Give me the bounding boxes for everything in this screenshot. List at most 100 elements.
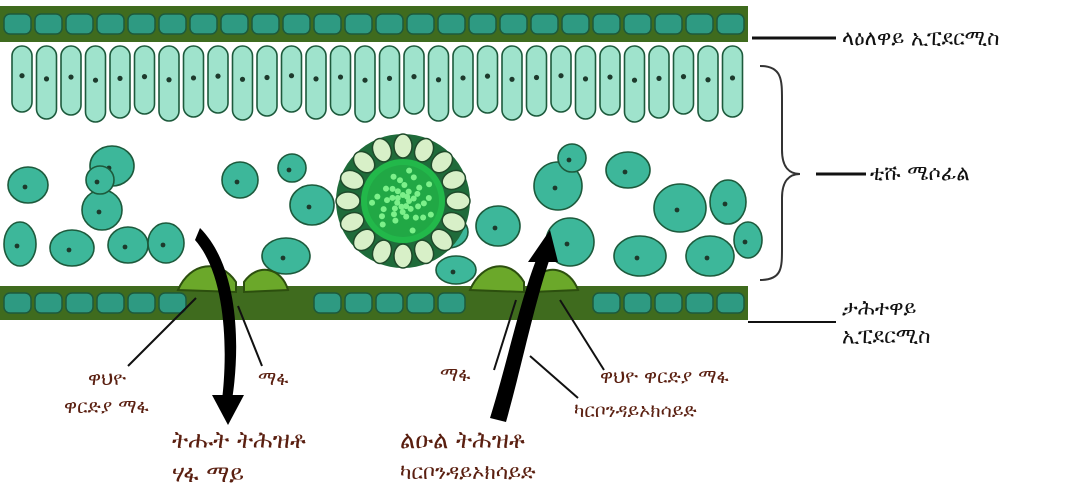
- spongy-cell: [108, 227, 148, 263]
- palisade-cell: [674, 46, 694, 114]
- nucleus: [264, 75, 269, 80]
- palisade-cell: [61, 46, 81, 115]
- xylem-cell: [380, 221, 386, 227]
- label-guard-cell-right: ዋህዮ ዋርድያ ማፋ: [600, 366, 729, 388]
- epidermis-cell: [438, 14, 465, 34]
- nucleus: [583, 76, 588, 81]
- nucleus: [705, 256, 710, 261]
- epidermis-cell: [562, 14, 589, 34]
- nucleus: [485, 74, 490, 79]
- nucleus: [411, 74, 416, 79]
- epidermis-cell: [376, 14, 403, 34]
- epidermis-cell: [624, 14, 651, 34]
- xylem-cell: [369, 200, 375, 206]
- epidermis-cell: [655, 14, 682, 34]
- palisade-cell: [282, 46, 302, 112]
- spongy-cell: [436, 256, 476, 284]
- nucleus: [95, 180, 100, 185]
- nucleus: [235, 180, 240, 185]
- xylem-cell: [400, 192, 406, 198]
- nucleus: [23, 185, 28, 190]
- nucleus: [743, 240, 748, 245]
- nucleus: [387, 76, 392, 81]
- label-mesophyll: ቲሹ ሜሶፊል: [870, 161, 970, 186]
- epidermis-cell: [128, 14, 155, 34]
- nucleus: [142, 74, 147, 79]
- label-high-concentration: ልዑል ትሕዝቶ: [400, 426, 525, 454]
- nucleus: [93, 78, 98, 83]
- vascular-bundle: [336, 134, 470, 268]
- nucleus: [240, 77, 245, 82]
- nucleus: [307, 205, 312, 210]
- guard-cells-left: [178, 266, 288, 292]
- nucleus: [723, 202, 728, 207]
- label-stoma-right: ማፋ: [440, 364, 470, 386]
- xylem-cell: [415, 203, 421, 209]
- xylem-cell: [374, 194, 380, 200]
- epidermis-cell: [159, 14, 186, 34]
- epidermis-cell: [97, 14, 124, 34]
- spongy-cell: [614, 236, 666, 276]
- xylem-cell: [426, 195, 432, 201]
- label-co2-small: ካርቦንዳይኦክሳይድ: [574, 400, 697, 422]
- xylem-cell: [391, 174, 397, 180]
- xylem-cell: [381, 206, 387, 212]
- xylem-cell: [406, 189, 412, 195]
- epidermis-cell: [717, 14, 744, 34]
- palisade-cell: [380, 46, 400, 118]
- palisade-cell: [698, 46, 718, 121]
- nucleus: [215, 74, 220, 79]
- palisade-cell: [723, 46, 743, 117]
- palisade-cell: [306, 46, 326, 119]
- epidermis-cell: [97, 293, 124, 313]
- bundle-sheath-cell: [394, 134, 412, 158]
- label-low-concentration: ትሑት ትሕዝቶ: [172, 426, 306, 454]
- epidermis-cell: [655, 293, 682, 313]
- palisade-cell: [355, 46, 375, 122]
- xylem-cell: [408, 206, 414, 212]
- xylem-cell: [394, 200, 400, 206]
- nucleus: [44, 76, 49, 81]
- palisade-cell: [404, 46, 424, 114]
- xylem-cell: [428, 212, 434, 218]
- epidermis-cell: [314, 14, 341, 34]
- xylem-cell: [426, 181, 432, 187]
- guard-cells-right: [470, 266, 578, 292]
- palisade-cell: [649, 46, 669, 118]
- spongy-cell: [50, 230, 94, 266]
- nucleus: [338, 74, 343, 79]
- spongy-cell: [222, 162, 258, 198]
- nucleus: [287, 168, 292, 173]
- palisade-cell: [600, 46, 620, 115]
- nucleus: [607, 74, 612, 79]
- nucleus: [117, 76, 122, 81]
- epidermis-cell: [4, 14, 31, 34]
- epidermis-cell: [717, 293, 744, 313]
- spongy-cell: [476, 206, 520, 246]
- label-upper-epidermis: ላዕለዋይ ኢፒደርሚስ: [842, 26, 999, 51]
- palisade-cell: [478, 46, 498, 113]
- palisade-cell: [110, 46, 130, 118]
- nucleus: [635, 256, 640, 261]
- nucleus: [656, 76, 661, 81]
- xylem-cell: [392, 205, 398, 211]
- epidermis-cell: [221, 14, 248, 34]
- xylem-cell: [395, 188, 401, 194]
- spongy-cell: [278, 154, 306, 182]
- epidermis-cell: [407, 14, 434, 34]
- xylem-cell: [410, 227, 416, 233]
- palisade-cell: [502, 46, 522, 120]
- epidermis-cell: [686, 293, 713, 313]
- nucleus: [313, 76, 318, 81]
- palisade-cell: [576, 46, 596, 119]
- spongy-cell: [82, 190, 122, 230]
- epidermis-cell: [593, 293, 620, 313]
- nucleus: [68, 74, 73, 79]
- nucleus: [553, 186, 558, 191]
- palisade-cell: [208, 46, 228, 113]
- nucleus: [161, 243, 166, 248]
- epidermis-cell: [66, 14, 93, 34]
- palisade-cell: [37, 46, 57, 119]
- xylem-cell: [397, 177, 403, 183]
